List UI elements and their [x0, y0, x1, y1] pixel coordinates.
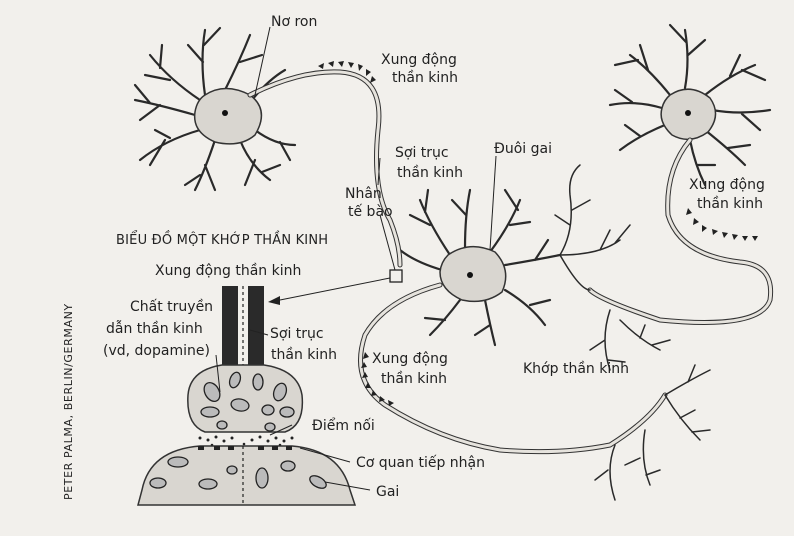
label-impulse-bottom-2: thần kinh: [381, 371, 447, 387]
inset-label-receptor: Cơ quan tiếp nhận: [356, 454, 485, 471]
neuron-center: [400, 190, 560, 345]
inset-label-impulse: Xung động thần kinh: [155, 263, 301, 279]
label-impulse-top-2: thần kinh: [392, 70, 458, 86]
inset-label-neurotransmitter-3: (vd, dopamine): [103, 343, 210, 359]
zoom-arrow: [280, 278, 390, 300]
label-dendrite: Đuôi gai: [494, 141, 552, 157]
inset-title: BIỂU ĐỒ MỘT KHỚP THẦN KINH: [116, 231, 328, 248]
photo-credit: PETER PALMA, BERLIN/GERMANY: [62, 303, 75, 500]
postsynaptic-spine: [138, 446, 355, 505]
synapse-inset: [138, 286, 355, 505]
axon-terminal-right: [590, 310, 710, 500]
neuron-top-left: [135, 28, 295, 190]
label-impulse-top-1: Xung động: [381, 52, 457, 68]
label-synapse: Khớp thần kinh: [523, 361, 629, 377]
label-impulse-right-2: thần kinh: [697, 196, 763, 212]
nucleus-center: [467, 272, 473, 278]
inset-label-neurotransmitter-2: dẫn thần kinh: [106, 320, 203, 337]
nucleus-right: [685, 110, 691, 116]
label-impulse-bottom-1: Xung động: [372, 351, 448, 367]
label-nucleus-1: Nhân: [345, 186, 382, 202]
label-neuron: Nơ ron: [271, 14, 317, 30]
nucleus-top-left: [222, 110, 228, 116]
label-axon-top-2: thần kinh: [397, 165, 463, 181]
label-nucleus-2: tế bào: [348, 203, 393, 220]
synaptic-cleft: [199, 436, 294, 447]
zoom-box: [390, 270, 402, 282]
dendrite-branches-mid: [555, 165, 630, 290]
presynaptic-terminal: [188, 365, 303, 432]
label-impulse-right-1: Xung động: [689, 177, 765, 193]
inset-label-junction: Điểm nối: [312, 417, 375, 434]
inset-label-axon-1: Sợi trục: [270, 326, 324, 342]
inset-label-neurotransmitter-1: Chất truyền: [130, 298, 213, 315]
impulse-arrows-right: [686, 208, 758, 241]
neuron-right: [610, 25, 770, 185]
label-axon-top-1: Sợi trục: [395, 145, 449, 161]
inset-label-axon-2: thần kinh: [271, 347, 337, 363]
inset-label-spine: Gai: [376, 484, 399, 500]
soma-center: [440, 247, 506, 302]
